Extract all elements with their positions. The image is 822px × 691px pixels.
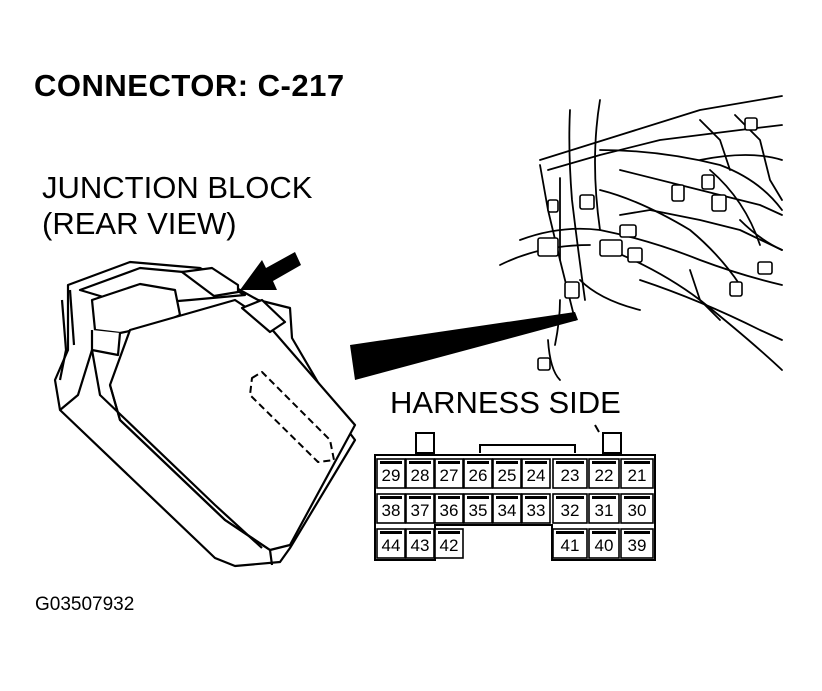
- pin-terminal-mark: [438, 531, 460, 534]
- pin-terminal-mark: [380, 496, 402, 499]
- harness-side-label: HARNESS SIDE: [390, 385, 621, 420]
- pin-number: 43: [411, 536, 430, 555]
- connector-face: [374, 424, 656, 561]
- pin-number: 34: [498, 501, 517, 520]
- pin-number: 30: [628, 501, 647, 520]
- harness-connectors: [537, 117, 773, 371]
- pin-number: 29: [382, 466, 401, 485]
- junction-block-line1: JUNCTION BLOCK: [42, 170, 313, 205]
- pin-number: 44: [382, 536, 401, 555]
- junction-block-drawing: [53, 260, 357, 568]
- pointer-wedge: [350, 312, 578, 380]
- pin-terminal-mark: [624, 531, 650, 534]
- pin-number: 40: [595, 536, 614, 555]
- pin-terminal-mark: [556, 461, 584, 464]
- pin-number: 37: [411, 501, 430, 520]
- pin-number: 27: [440, 466, 459, 485]
- pin-number: 23: [561, 466, 580, 485]
- junction-block-line2: (REAR VIEW): [42, 206, 237, 241]
- pin-number: 36: [440, 501, 459, 520]
- pin-terminal-mark: [438, 461, 460, 464]
- pin-terminal-mark: [592, 531, 616, 534]
- pin-number: 25: [498, 466, 517, 485]
- pin-terminal-mark: [592, 461, 616, 464]
- pin-number: 41: [561, 536, 580, 555]
- pin-number: 26: [469, 466, 488, 485]
- pin-number: 38: [382, 501, 401, 520]
- pin-terminal-mark: [525, 496, 547, 499]
- pin-terminal-mark: [496, 496, 518, 499]
- pin-number: 32: [561, 501, 580, 520]
- pin-terminal-mark: [380, 461, 402, 464]
- pin-terminal-mark: [409, 496, 431, 499]
- pin-terminal-mark: [525, 461, 547, 464]
- pin-terminal-mark: [556, 496, 584, 499]
- pin-grid: 29 28 27 26 25 24 23 22 21 38 37 36 35 34 33 32 31 30 44 43…: [376, 458, 654, 559]
- pin-terminal-mark: [380, 531, 402, 534]
- pin-number: 33: [527, 501, 546, 520]
- pin-number: 28: [411, 466, 430, 485]
- arrow-icon: [240, 252, 301, 290]
- pin-number: 21: [628, 466, 647, 485]
- pin-number: 35: [469, 501, 488, 520]
- pin-terminal-mark: [409, 531, 431, 534]
- connector-title: CONNECTOR: C-217: [34, 68, 345, 103]
- pin-number: 39: [628, 536, 647, 555]
- pin-terminal-mark: [556, 531, 584, 534]
- pin-terminal-mark: [624, 496, 650, 499]
- pin-terminal-mark: [438, 496, 460, 499]
- pin-terminal-mark: [409, 461, 431, 464]
- pin-number: 22: [595, 466, 614, 485]
- pin-terminal-mark: [467, 461, 489, 464]
- pin-terminal-mark: [624, 461, 650, 464]
- pin-number: 24: [527, 466, 546, 485]
- pin-terminal-mark: [467, 496, 489, 499]
- pin-terminal-mark: [592, 496, 616, 499]
- pin-terminal-mark: [496, 461, 518, 464]
- pin-number: 42: [440, 536, 459, 555]
- junction-block-label: JUNCTION BLOCK (REAR VIEW): [42, 170, 312, 242]
- figure-id: G03507932: [35, 594, 135, 615]
- pin-number: 31: [595, 501, 614, 520]
